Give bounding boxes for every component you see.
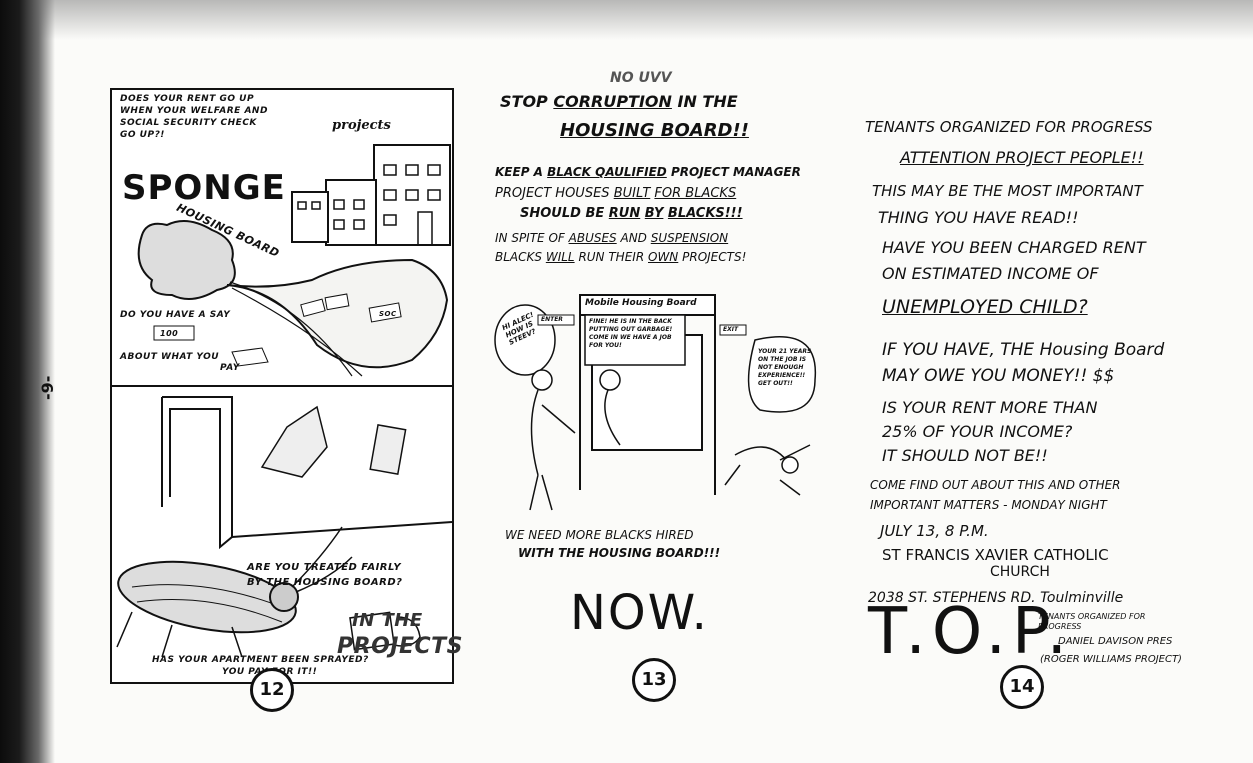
sponge-heading: SPONGE — [122, 168, 286, 208]
run-word: RUN — [608, 206, 641, 221]
signature-line-3: DANIEL DAVISON PRES — [1058, 636, 1173, 647]
enter-sign: ENTER — [541, 316, 563, 323]
event-venue-church: CHURCH — [990, 564, 1050, 580]
org-title: TENANTS ORGANIZED FOR PROGRESS — [865, 118, 1153, 136]
body-line-5: UNEMPLOYED CHILD? — [882, 296, 1088, 318]
scan-binding-shadow — [0, 0, 55, 763]
attention-line: ATTENTION PROJECT PEOPLE!! — [900, 148, 1144, 167]
in-spite-word: IN SPITE OF — [495, 231, 565, 245]
abuses-word: ABUSES — [568, 231, 617, 245]
for-blacks-word: FOR BLACKS — [654, 186, 737, 201]
housing-board-line: WITH THE HOUSING BOARD!!! — [518, 546, 721, 560]
page-13: NO UVV STOP CORRUPTION IN THE HOUSING BO… — [480, 70, 840, 710]
sprayed-line-1: HAS YOUR APARTMENT BEEN SPRAYED? — [152, 655, 369, 665]
top-logo: T.O.P. — [868, 595, 1073, 669]
page-12: DOES YOUR RENT GO UP WHEN YOUR WELFARE A… — [100, 80, 462, 712]
keep-a-word: KEEP A — [495, 165, 543, 179]
suspension-word: SUSPENSION — [650, 231, 729, 245]
will-word: WILL — [545, 250, 575, 264]
rent-question-line-2: WHEN YOUR WELFARE AND — [120, 106, 268, 116]
in-the-word: IN THE — [677, 92, 738, 111]
body-line-9: 25% OF YOUR INCOME? — [882, 422, 1073, 441]
page-number-13: 13 — [632, 658, 676, 702]
top-scribble: NO UVV — [610, 70, 672, 86]
keep-qualified-line: KEEP A BLACK QAULIFIED PROJECT MANAGER — [495, 165, 801, 179]
blacks-word-2: BLACKS — [495, 250, 542, 264]
blacks-will-run-line: BLACKS WILL RUN THEIR OWN PROJECTS! — [495, 250, 746, 264]
body-line-7: MAY OWE YOU MONEY!! $$ — [882, 366, 1115, 386]
body-line-11: COME FIND OUT ABOUT THIS AND OTHER — [870, 478, 1121, 492]
project-manager-word: PROJECT MANAGER — [670, 165, 801, 179]
page-number-14: 14 — [1000, 665, 1044, 709]
door-and-roach-drawing — [116, 396, 452, 658]
body-line-4: ON ESTIMATED INCOME OF — [882, 264, 1099, 283]
and-word: AND — [620, 231, 647, 245]
signature-line-1: TENANTS ORGANIZED FOR — [1038, 612, 1146, 621]
office-cartoon-drawing — [494, 294, 817, 511]
say-line-1: DO YOU HAVE A SAY — [120, 310, 231, 320]
body-line-12: IMPORTANT MATTERS - MONDAY NIGHT — [870, 498, 1107, 512]
body-line-3: HAVE YOU BEEN CHARGED RENT — [882, 238, 1146, 257]
rent-question-line-1: DOES YOUR RENT GO UP — [120, 94, 255, 104]
treated-fairly-line-2: BY THE HOUSING BOARD? — [247, 577, 403, 588]
run-their-word: RUN THEIR — [578, 250, 645, 264]
treated-fairly-line-1: ARE YOU TREATED FAIRLY — [247, 562, 402, 573]
houses-built-line: PROJECT HOUSES BUILT FOR BLACKS — [495, 186, 736, 201]
bubble-right-text: YOUR 21 YEARS ON THE JOB IS NOT ENOUGH E… — [758, 348, 812, 387]
housing-board-sign: Mobile Housing Board — [585, 298, 697, 308]
say-line-2: ABOUT WHAT YOU — [120, 352, 220, 362]
bubble-middle-text: FINE! HE IS IN THE BACK PUTTING OUT GARB… — [589, 318, 673, 349]
sponge-drawing — [137, 144, 451, 377]
by-word: BY — [644, 206, 664, 221]
need-more-blacks-line: WE NEED MORE BLACKS HIRED — [505, 528, 694, 542]
should-be-word: SHOULD BE — [520, 206, 605, 221]
signature-line-4: (ROGER WILLIAMS PROJECT) — [1040, 654, 1182, 665]
blacks-word: BLACKS!!! — [667, 206, 743, 221]
own-word: OWN — [648, 250, 679, 264]
body-line-2: THING YOU HAVE READ!! — [878, 208, 1079, 227]
run-by-blacks-line: SHOULD BE RUN BY BLACKS!!! — [520, 206, 743, 221]
black-qualified-word: BLACK QAULIFIED — [547, 165, 667, 179]
body-line-8: IS YOUR RENT MORE THAN — [882, 398, 1098, 417]
pay-word: PAY — [220, 363, 240, 373]
body-line-1: THIS MAY BE THE MOST IMPORTANT — [872, 182, 1143, 200]
event-address: 2038 ST. STEPHENS RD. Toulminville — [868, 590, 1124, 606]
corruption-word: CORRUPTION — [553, 92, 672, 111]
stop-word: STOP — [500, 92, 548, 111]
projects-word: PROJECTS — [337, 634, 463, 659]
scan-shading-top — [0, 0, 1253, 40]
cartoon-panel-sponge: DOES YOUR RENT GO UP WHEN YOUR WELFARE A… — [110, 88, 454, 387]
stop-corruption-line: STOP CORRUPTION IN THE — [500, 92, 738, 111]
exit-sign: EXIT — [723, 326, 739, 333]
side-page-label: -9- — [38, 375, 57, 400]
signature-line-2: PROGRESS — [1038, 622, 1082, 631]
in-spite-line: IN SPITE OF ABUSES AND SUSPENSION — [495, 231, 728, 245]
now-headline: NOW. — [570, 585, 709, 641]
rent-question-line-3: SOCIAL SECURITY CHECK — [120, 118, 257, 128]
rent-question-line-4: GO UP?! — [120, 130, 165, 140]
cartoon-panel-treatment: ARE YOU TREATED FAIRLY BY THE HOUSING BO… — [110, 385, 462, 684]
projects-label: projects — [332, 118, 391, 133]
in-the-label: IN THE — [352, 610, 423, 631]
body-line-10: IT SHOULD NOT BE!! — [882, 446, 1048, 465]
projects-word-2: PROJECTS! — [682, 250, 747, 264]
page-14: TENANTS ORGANIZED FOR PROGRESS ATTENTION… — [860, 100, 1230, 720]
built-word: BUILT — [613, 186, 651, 201]
housing-board-heading: HOUSING BOARD!! — [560, 120, 749, 141]
soc-label: SOC — [379, 310, 397, 318]
project-houses-word: PROJECT HOUSES — [495, 186, 610, 201]
money-label: 100 — [160, 329, 179, 338]
page-number-12: 12 — [250, 668, 294, 712]
body-line-6: IF YOU HAVE, THE Housing Board — [882, 340, 1165, 360]
event-date: JULY 13, 8 P.M. — [880, 522, 989, 540]
event-venue: ST FRANCIS XAVIER CATHOLIC — [882, 546, 1109, 564]
